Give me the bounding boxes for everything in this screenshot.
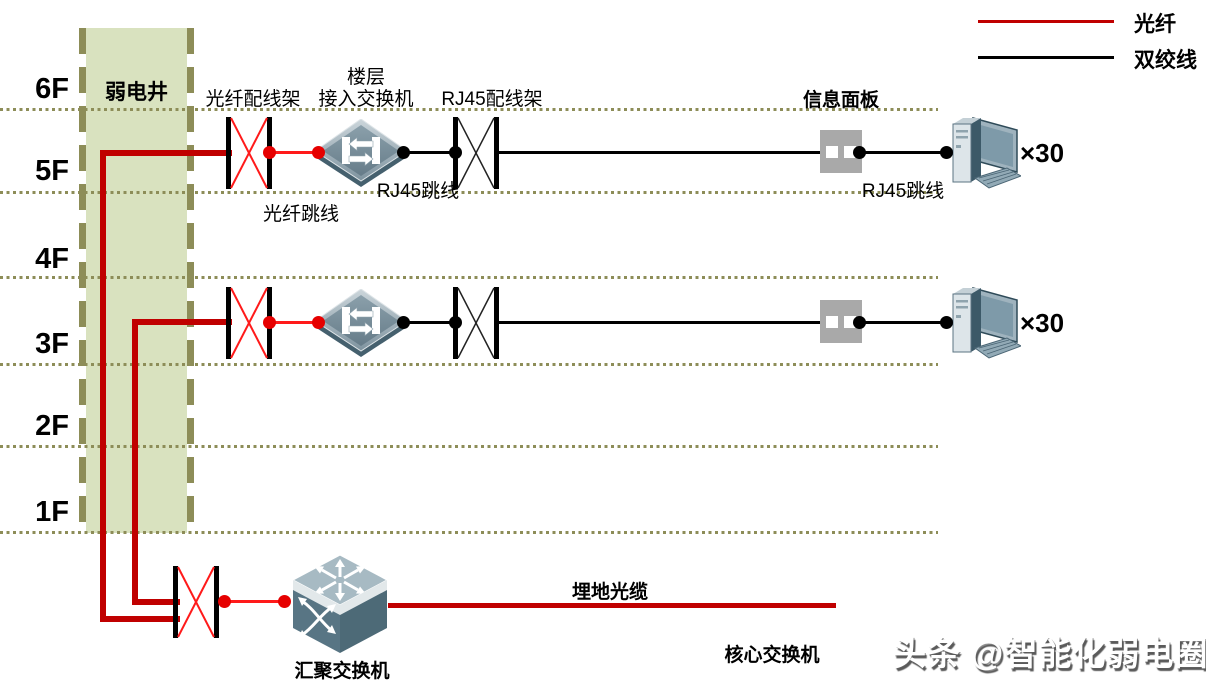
fiber-patch-panel-label: 光纤配线架 xyxy=(205,89,301,110)
fiber-riser-5f xyxy=(100,150,106,622)
tp-connection-dot xyxy=(449,316,462,329)
fiber-connection-dot xyxy=(278,595,291,608)
legend-fiber-label: 光纤 xyxy=(1134,13,1176,36)
rj45-jumper-line xyxy=(406,151,456,154)
floor-separator xyxy=(0,276,938,279)
rj45-patch-panel-label: RJ45配线架 xyxy=(441,89,543,110)
fiber-jumper-line xyxy=(272,321,319,324)
fiber-patch-panel-icon xyxy=(226,287,272,359)
buried-fiber-cable-line xyxy=(388,603,836,608)
rj45-jack xyxy=(826,316,838,328)
rj45-jumper-label: RJ45跳线 xyxy=(376,181,460,202)
fiber-patch-panel-icon xyxy=(173,566,219,638)
floor-switch-label-line2: 接入交换机 xyxy=(318,89,414,110)
tp-connection-dot xyxy=(449,146,462,159)
shaft-right-border xyxy=(187,28,194,533)
floor-chain-5f: ×30 xyxy=(226,117,1106,193)
tp-connection-dot xyxy=(853,316,866,329)
fiber-connection-dot xyxy=(312,146,325,159)
rj45-jumper-line xyxy=(860,151,948,154)
floor-separator xyxy=(0,531,938,534)
tp-connection-dot xyxy=(853,146,866,159)
fiber-jumper-line xyxy=(226,600,286,603)
shaft-label: 弱电井 xyxy=(105,81,168,104)
computer-icon xyxy=(952,287,1021,359)
fiber-jumper-line xyxy=(272,151,319,154)
core-switch-label: 核心交换机 xyxy=(724,645,820,666)
rj45-jumper-line xyxy=(406,321,456,324)
fiber-connection-dot xyxy=(263,316,276,329)
fiber-connection-dot xyxy=(312,316,325,329)
fiber-branch-3f xyxy=(132,319,232,325)
tp-connection-dot xyxy=(397,316,410,329)
fiber-connection-dot xyxy=(218,595,231,608)
fiber-branch-basement-1 xyxy=(100,616,180,622)
aggregation-switch-label: 汇聚交换机 xyxy=(294,661,390,681)
rj45-jumper-line xyxy=(860,321,948,324)
tp-connection-dot xyxy=(940,316,953,329)
rj45-patch-panel-icon xyxy=(453,287,499,359)
fiber-jumper-label: 光纤跳线 xyxy=(262,204,339,225)
rj45-patch-panel-icon xyxy=(453,117,499,189)
aggregation-switch-icon xyxy=(291,553,389,655)
floor-separator xyxy=(0,191,938,194)
shaft-left-border xyxy=(79,28,86,533)
floor-label-3f: 3F xyxy=(35,328,69,360)
buried-fiber-cable-label: 埋地光缆 xyxy=(571,582,648,603)
access-switch-icon xyxy=(315,289,407,357)
horizontal-tp-line xyxy=(498,151,820,154)
info-panel-label: 信息面板 xyxy=(802,90,879,111)
tp-connection-dot xyxy=(940,146,953,159)
fiber-connection-dot xyxy=(263,146,276,159)
floor-label-4f: 4F xyxy=(35,243,69,275)
horizontal-tp-line xyxy=(498,321,820,324)
floor-label-2f: 2F xyxy=(35,410,69,442)
floor-separator xyxy=(0,108,938,111)
fiber-branch-5f xyxy=(100,150,232,156)
tp-connection-dot xyxy=(397,146,410,159)
fiber-riser-3f xyxy=(132,319,138,605)
fiber-patch-panel-icon xyxy=(226,117,272,189)
fiber-branch-basement-2 xyxy=(132,599,180,605)
legend-fiber-line xyxy=(978,20,1114,23)
rj45-jumper-label: RJ45跳线 xyxy=(861,181,945,202)
floor-chain-3f: ×30 xyxy=(226,287,1106,363)
floor-separator xyxy=(0,445,938,448)
legend-twisted-pair-label: 双绞线 xyxy=(1134,49,1197,72)
pc-count-label: ×30 xyxy=(1020,308,1065,338)
watermark: 头条 @智能化弱电圈 xyxy=(893,635,1206,672)
pc-count-label: ×30 xyxy=(1020,138,1065,168)
legend-twisted-pair-line xyxy=(978,56,1114,59)
rj45-jack xyxy=(826,146,838,158)
floor-label-1f: 1F xyxy=(35,496,69,528)
floor-switch-label-line1: 楼层 xyxy=(346,67,385,88)
floor-label-6f: 6F xyxy=(35,73,69,105)
floor-label-5f: 5F xyxy=(35,155,69,187)
floor-separator xyxy=(0,363,938,366)
